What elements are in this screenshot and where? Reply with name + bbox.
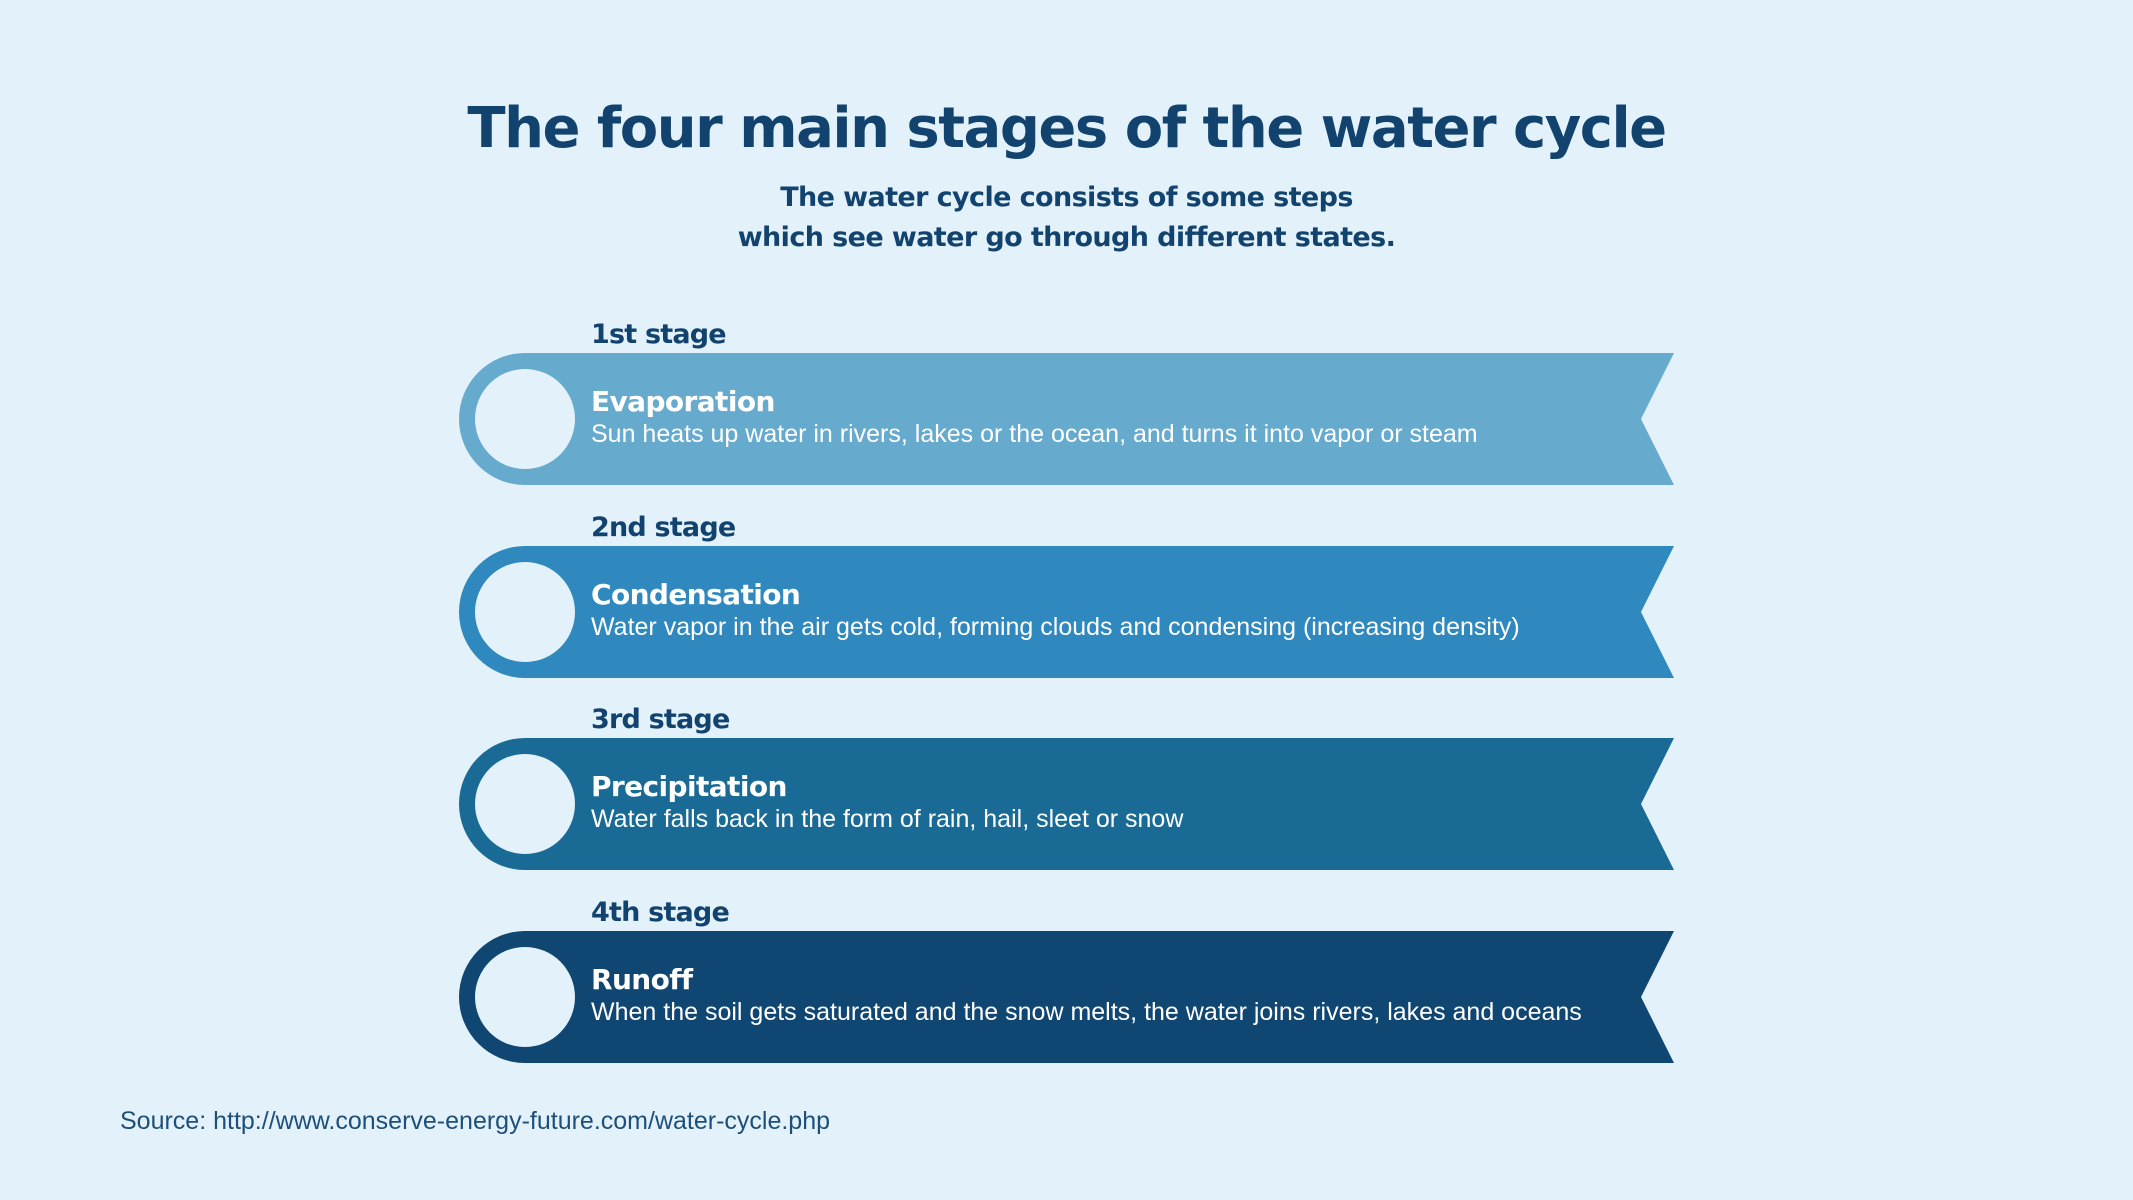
- page-subtitle: The water cycle consists of some steps w…: [0, 178, 2133, 258]
- ribbon-shape: [459, 738, 1674, 870]
- stage-description: When the soil gets saturated and the sno…: [591, 998, 1582, 1026]
- stage-band: Evaporation Sun heats up water in rivers…: [459, 353, 1674, 485]
- stage-description: Water vapor in the air gets cold, formin…: [591, 613, 1520, 641]
- stage-4: 4th stage Runoff When the soil gets satu…: [459, 896, 1674, 1076]
- stage-name: Evaporation: [591, 385, 775, 418]
- stage-3: 3rd stage Precipitation Water falls back…: [459, 703, 1674, 883]
- stage-description: Water falls back in the form of rain, ha…: [591, 805, 1184, 833]
- circle-icon: [475, 947, 575, 1047]
- stage-label: 1st stage: [591, 319, 727, 350]
- circle-icon: [475, 562, 575, 662]
- stage-label: 2nd stage: [591, 512, 736, 543]
- source-citation: Source: http://www.conserve-energy-futur…: [120, 1107, 831, 1135]
- stage-2: 2nd stage Condensation Water vapor in th…: [459, 511, 1674, 691]
- circle-icon: [475, 369, 575, 469]
- stage-description: Sun heats up water in rivers, lakes or t…: [591, 420, 1478, 448]
- circle-icon: [475, 754, 575, 854]
- subtitle-line-2: which see water go through different sta…: [737, 222, 1396, 253]
- stage-name: Precipitation: [591, 770, 787, 803]
- stage-label: 4th stage: [591, 897, 730, 928]
- stage-name: Condensation: [591, 578, 801, 611]
- subtitle-line-1: The water cycle consists of some steps: [780, 182, 1353, 213]
- stage-label: 3rd stage: [591, 704, 730, 735]
- stage-band: Condensation Water vapor in the air gets…: [459, 546, 1674, 678]
- ribbon-shape: [459, 353, 1674, 485]
- ribbon-shape: [459, 931, 1674, 1063]
- stage-1: 1st stage Evaporation Sun heats up water…: [459, 318, 1674, 498]
- ribbon-shape: [459, 546, 1674, 678]
- stage-name: Runoff: [591, 963, 693, 996]
- stage-band: Precipitation Water falls back in the fo…: [459, 738, 1674, 870]
- page-title: The four main stages of the water cycle: [467, 96, 1667, 161]
- stage-band: Runoff When the soil gets saturated and …: [459, 931, 1674, 1063]
